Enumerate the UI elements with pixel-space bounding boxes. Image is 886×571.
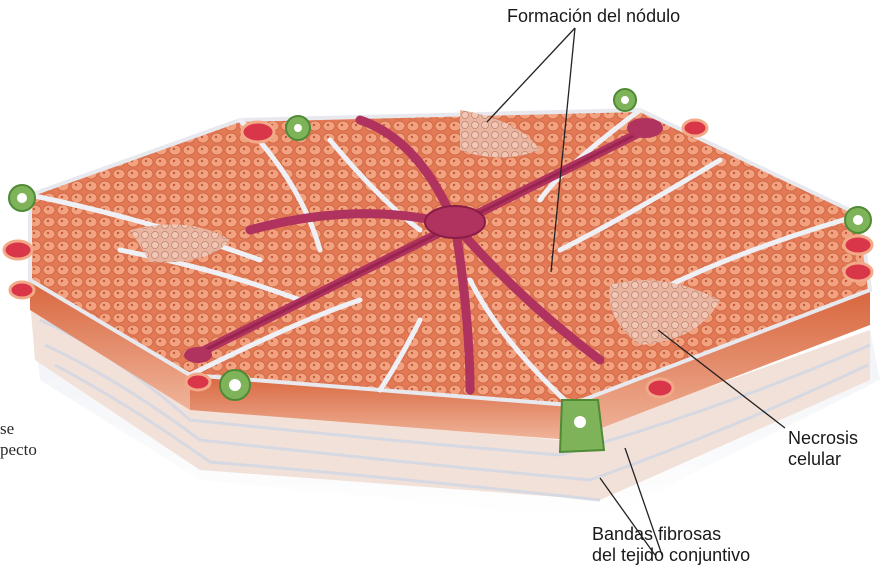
portal-triad [560, 400, 604, 452]
portal-triad [845, 207, 871, 233]
portal-triad [286, 116, 310, 140]
portal-triad [614, 89, 636, 111]
label-cell-necrosis: Necrosis celular [788, 428, 858, 470]
vein-end-right [627, 118, 663, 138]
label-fibrous-bands: Bandas fibrosas del tejido conjuntivo [592, 524, 750, 566]
portal-triad [220, 370, 250, 400]
portal-triad [9, 185, 35, 211]
label-nodule-formation: Formación del nódulo [507, 6, 680, 27]
leader-nodule-1 [487, 28, 575, 122]
cutoff-text-fragment: se pecto [0, 418, 37, 460]
central-vein [425, 206, 485, 238]
vein-end-left [184, 347, 212, 363]
